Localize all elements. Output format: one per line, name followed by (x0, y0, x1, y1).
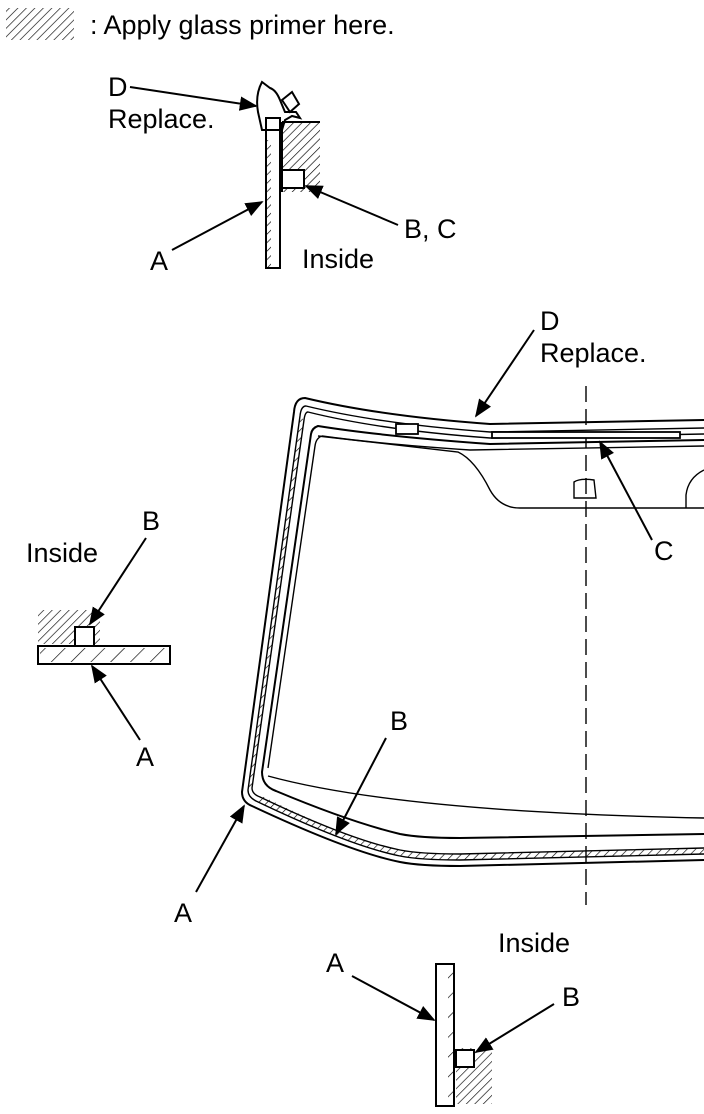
leader-a-top (171, 201, 264, 251)
detail-top-label-replace: Replace. (108, 104, 215, 134)
mirror-cover-outline (317, 435, 704, 509)
detail-left-section: Inside B A (26, 506, 171, 772)
shade-curve-bottom (267, 775, 704, 819)
windshield-main-view: D Replace. C B A (174, 306, 704, 928)
legend: : Apply glass primer here. (6, 8, 395, 40)
detail-left-label-a: A (136, 742, 154, 772)
leader-d-main (474, 329, 535, 418)
detail-left-label-b: B (142, 506, 160, 536)
mirror-cover-right (685, 469, 704, 508)
bottom-glass-primer (448, 966, 453, 1104)
left-adhesive-bead (74, 626, 95, 647)
molding-d-top (256, 80, 303, 131)
detail-bottom-label-b: B (562, 982, 580, 1012)
leader-bc-top (304, 185, 399, 226)
leader-b-main (335, 737, 387, 836)
detail-bottom-section: Inside A B (326, 928, 580, 1107)
main-label-b: B (390, 706, 408, 736)
leader-c-main (599, 440, 653, 541)
detail-bottom-label-inside: Inside (498, 928, 570, 958)
main-label-c: C (654, 536, 674, 566)
detail-top-label-inside: Inside (302, 244, 374, 274)
leader-a-left (91, 664, 141, 741)
main-label-d: D (540, 306, 560, 336)
inner-ceramic-edge (260, 424, 704, 840)
leader-a-main (195, 804, 245, 893)
detail-top-label-a: A (150, 246, 168, 276)
legend-text: : Apply glass primer here. (90, 10, 395, 40)
leader-b-left (89, 537, 147, 626)
leader-a-bottom (351, 975, 436, 1021)
molding-clip (395, 423, 419, 435)
bottom-adhesive-bead (455, 1049, 475, 1068)
leader-b-bottom (474, 1003, 555, 1053)
detail-top-section: D Replace. A B, C Inside (108, 72, 457, 276)
bottom-primer-band (256, 796, 704, 860)
molding-line-1 (247, 405, 704, 861)
glass-outer-edge (240, 396, 704, 868)
detail-top-label-bc: B, C (404, 214, 457, 244)
main-label-replace: Replace. (540, 338, 647, 368)
detail-bottom-label-a: A (326, 948, 344, 978)
left-glass-primer (40, 648, 168, 662)
side-primer-band (248, 416, 304, 790)
detail-left-label-inside: Inside (26, 538, 98, 568)
glass-primer-strip (266, 140, 271, 268)
rain-sensor-icon (573, 478, 597, 499)
adhesive-bead-top (281, 169, 305, 189)
main-label-a: A (174, 898, 192, 928)
hatch-swatch-icon (6, 8, 74, 40)
upper-spacer-strip-c (491, 431, 681, 439)
leader-d-top (129, 86, 258, 111)
detail-top-label-d: D (108, 72, 128, 102)
